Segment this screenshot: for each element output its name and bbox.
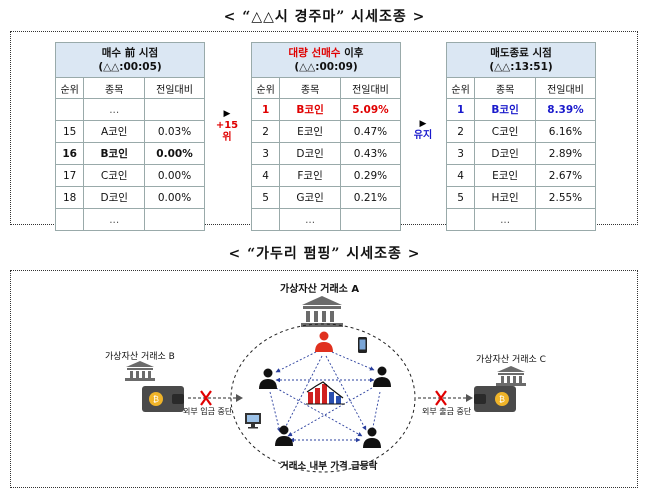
svg-text:₿: ₿ <box>153 395 159 404</box>
cell-change <box>339 208 402 231</box>
table-header: 매도종료 시점 (△△:13:51) <box>446 42 596 78</box>
cell-rank <box>445 208 476 231</box>
exchange-b-label: 가상자산 거래소 B <box>105 352 175 362</box>
header-line2: (△△:00:05) <box>98 61 162 73</box>
arrow-rank-jump: ▶ +15 위 <box>210 108 244 144</box>
cell-rank <box>54 208 85 231</box>
person-icon <box>259 368 277 389</box>
cell-rank: 18 <box>54 186 85 209</box>
person-icon <box>373 366 391 387</box>
person-icon <box>363 427 381 448</box>
edge <box>269 391 282 433</box>
withdraw-stop-label: 외부 출금 중단 <box>422 407 472 416</box>
edge <box>275 351 317 373</box>
table-row: ... <box>54 208 205 231</box>
svg-text:₿: ₿ <box>499 395 505 404</box>
arrow-right-icon: ▶ <box>223 109 231 119</box>
person-icon <box>275 425 293 446</box>
cell-change: 0.21% <box>339 186 402 209</box>
bank-icon-exchange-a <box>301 296 343 327</box>
table-row: ... <box>445 208 597 231</box>
cell-rank: 16 <box>54 142 85 165</box>
cell-change <box>534 208 597 231</box>
header-line1: 매도종료 시점 <box>490 47 552 59</box>
cell-change <box>144 208 205 231</box>
edge <box>275 387 363 437</box>
wallet-icon-exchange-c: ₿ <box>474 386 516 412</box>
cell-name: D코인 <box>279 142 341 165</box>
edge <box>287 387 373 437</box>
header-rest: 이후 <box>340 47 364 59</box>
cell-change: 2.89% <box>534 142 597 165</box>
rank-jump-unit: 위 <box>222 132 232 143</box>
cell-change: 2.67% <box>534 164 597 187</box>
header-line2: (△△:00:09) <box>294 61 358 73</box>
bank-icon-exchange-c <box>496 366 526 386</box>
table-header: 대량 선매수 이후 (△△:00:09) <box>251 42 401 78</box>
cell-name: H코인 <box>474 186 536 209</box>
edge <box>283 355 323 431</box>
cell-change: 0.47% <box>339 120 402 143</box>
table-header: 매수 前 시점 (△△:00:05) <box>55 42 205 78</box>
monitor-icon <box>245 413 261 429</box>
bottom-panel <box>10 270 638 488</box>
top-title: < “△△시 경주마” 시세조종 > <box>223 9 426 25</box>
cell-change: 0.29% <box>339 164 402 187</box>
wallet-icon-exchange-b: ₿ <box>142 386 184 412</box>
trading-network <box>269 351 381 443</box>
cell-rank: 15 <box>54 120 85 143</box>
blocked-withdraw-arrow <box>418 390 473 406</box>
exchange-c-label: 가상자산 거래소 C <box>476 355 546 365</box>
cell-name: C코인 <box>474 120 536 143</box>
smartphone-icon <box>358 337 367 353</box>
exchange-a-label: 가상자산 거래소 A <box>280 284 360 295</box>
price-surge-label: 거래소 내부 가격 급등락 <box>280 461 378 472</box>
header-line2: (△△:13:51) <box>489 61 553 73</box>
cell-rank <box>250 208 281 231</box>
cell-name: C코인 <box>83 164 146 187</box>
edge <box>331 351 375 371</box>
cell-change: 8.39% <box>534 98 597 121</box>
arrow-right-icon: ▶ <box>419 119 427 129</box>
deposit-stop-label: 외부 입금 중단 <box>183 407 233 416</box>
exchange-a-boundary <box>230 323 416 473</box>
rank-keep-label: 유지 <box>413 130 433 141</box>
cell-rank: 1 <box>445 98 476 121</box>
arrow-rank-keep: ▶ 유지 <box>406 118 440 142</box>
price-chart-icon <box>306 381 345 405</box>
cell-name: E코인 <box>474 164 536 187</box>
cell-name: ... <box>279 208 341 231</box>
edge <box>370 391 381 433</box>
header-highlight: 대량 선매수 <box>288 47 341 59</box>
bank-icon-exchange-b <box>125 361 155 381</box>
table-row: ... <box>250 208 402 231</box>
header-line1: 매수 前 시점 <box>101 47 159 59</box>
cell-name: E코인 <box>279 120 341 143</box>
bottom-title: < “가두리 펌핑” 시세조종 > <box>228 246 421 262</box>
cell-change: 0.03% <box>144 120 205 143</box>
cell-change: 0.00% <box>144 164 205 187</box>
rank-jump-value: +15 <box>215 120 239 131</box>
blocked-deposit-arrow <box>188 390 243 406</box>
person-icon-red <box>315 331 333 352</box>
